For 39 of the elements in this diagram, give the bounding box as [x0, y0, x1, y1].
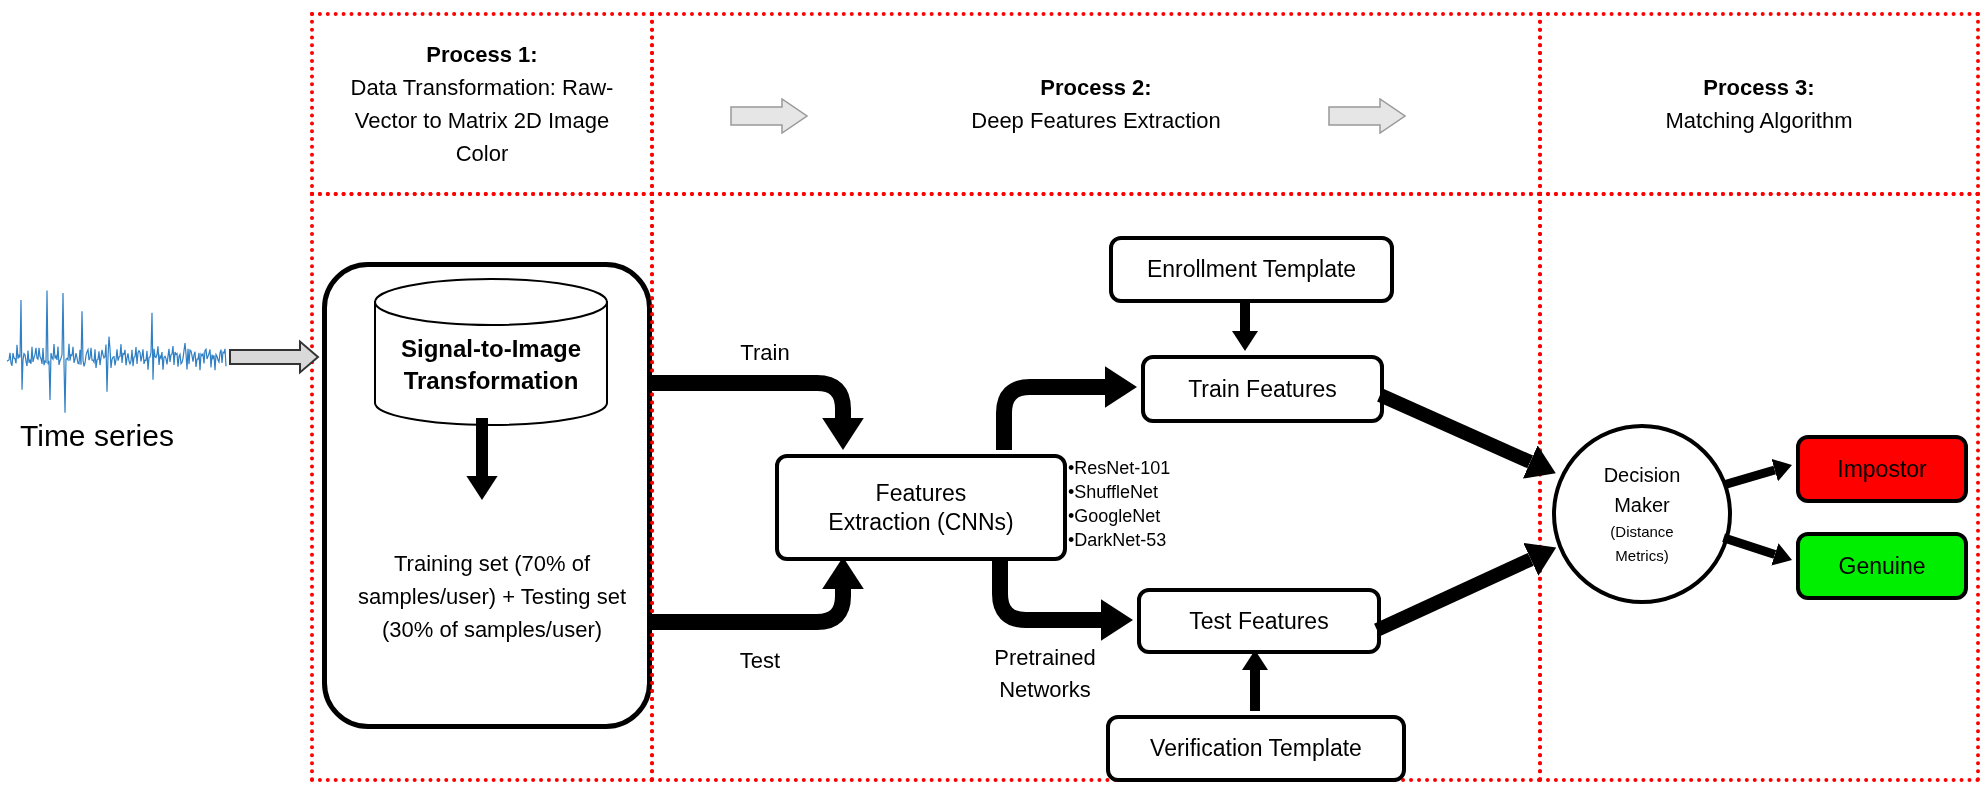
node-label: Impostor — [1837, 454, 1927, 484]
result-box — [1796, 435, 1968, 503]
arrow — [1723, 458, 1792, 490]
arrow — [1374, 542, 1557, 637]
node-label: Signal-to-Image Transformation — [400, 334, 582, 396]
node-label: Genuine — [1838, 551, 1926, 581]
list-item: •ShuffleNet — [1068, 481, 1160, 504]
arrow — [1722, 533, 1792, 566]
process-description: Data Transformation: Raw-Vector to Matrix 2D Image Color — [349, 74, 615, 168]
process-box — [1137, 588, 1381, 654]
process-box — [1141, 355, 1384, 423]
stage-panel — [310, 192, 654, 782]
node-label: Test Features — [1189, 606, 1329, 636]
node-label: Features Extraction (CNNs) — [827, 478, 1015, 537]
arrow — [229, 339, 320, 375]
node-label: Training set (70% of samples/user) + Testing set (30% of samples/user) — [357, 550, 627, 644]
list-item: •GoogleNet — [1068, 505, 1162, 528]
process-description: Matching Algorithm — [1664, 107, 1854, 135]
node-label: Train Features — [1188, 374, 1337, 404]
process-title: Process 1: — [426, 41, 538, 69]
node-label: Decision Maker — [1602, 463, 1682, 518]
arrow — [648, 375, 864, 450]
process-title: Process 3: — [1703, 74, 1815, 102]
rounded-container — [322, 262, 652, 729]
stage-panel — [1538, 192, 1980, 782]
arrow — [1377, 388, 1556, 479]
process-box — [1106, 715, 1406, 782]
arrow — [466, 418, 498, 500]
process-description: Deep Features Extraction — [970, 107, 1222, 135]
result-box — [1796, 532, 1968, 600]
node-label: Time series — [20, 418, 175, 454]
process-box — [1109, 236, 1394, 303]
node-label: Enrollment Template — [1146, 255, 1357, 284]
process-title: Process 2: — [1040, 74, 1152, 102]
list-item: •ResNet-101 — [1068, 457, 1172, 480]
list-item: •DarkNet-53 — [1068, 529, 1168, 552]
node-label: Verification Template — [1150, 734, 1362, 763]
node-sublabel: (Distance Metrics) — [1609, 522, 1675, 566]
process-box — [775, 454, 1067, 561]
